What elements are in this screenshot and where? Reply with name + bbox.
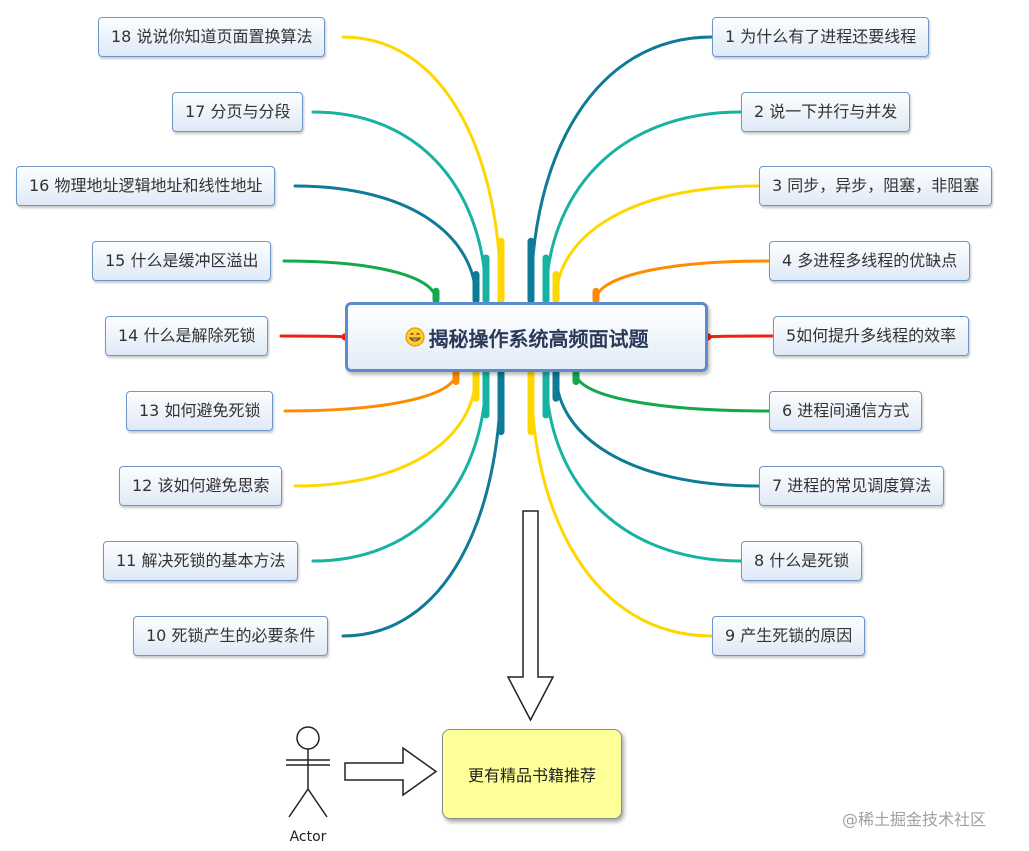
branch-line-1 (529, 35, 714, 302)
watermark: @稀土掘金技术社区 (842, 810, 987, 829)
branch-line-9 (529, 371, 714, 638)
topic-15[interactable]: 15 什么是缓冲区溢出 (92, 241, 272, 281)
branch-line-7 (554, 371, 761, 488)
central-title: 揭秘操作系统高频面试题 (428, 326, 649, 351)
topic-2[interactable]: 2 说一下并行与并发 (741, 92, 911, 132)
topic-4[interactable]: 4 多进程多线程的优缺点 (769, 241, 971, 281)
branch-line-8 (544, 371, 743, 563)
topic-14[interactable]: 14 什么是解除死锁 (105, 316, 269, 356)
branch-line-3 (554, 184, 761, 302)
branch-line-14 (279, 334, 347, 339)
branch-line-12 (293, 371, 478, 488)
actor-label: Actor (289, 829, 327, 845)
topic-18[interactable]: 18 说说你知道页面置换算法 (98, 17, 326, 57)
branch-line-5 (706, 334, 775, 339)
topic-6[interactable]: 6 进程间通信方式 (769, 391, 923, 431)
branch-line-4 (594, 259, 771, 302)
topic-17[interactable]: 17 分页与分段 (172, 92, 304, 132)
central-topic[interactable]: 揭秘操作系统高频面试题 (345, 302, 708, 372)
down-arrow-icon (506, 510, 555, 722)
branch-line-10 (341, 371, 503, 638)
recommend-label: 更有精品书籍推荐 (467, 766, 596, 785)
topic-3[interactable]: 3 同步，异步，阻塞，非阻塞 (759, 166, 993, 206)
topic-1[interactable]: 1 为什么有了进程还要线程 (712, 17, 930, 57)
topic-11[interactable]: 11 解决死锁的基本方法 (103, 541, 299, 581)
right-arrow-icon (344, 746, 438, 797)
topic-13[interactable]: 13 如何避免死锁 (126, 391, 274, 431)
topic-7[interactable]: 7 进程的常见调度算法 (759, 466, 945, 506)
branch-line-16 (293, 184, 478, 302)
smiley-icon (404, 327, 425, 347)
branch-line-18 (341, 35, 503, 302)
branch-line-15 (282, 259, 438, 302)
topic-16[interactable]: 16 物理地址逻辑地址和线性地址 (16, 166, 276, 206)
recommend-box[interactable]: 更有精品书籍推荐 (442, 729, 622, 819)
topic-9[interactable]: 9 产生死锁的原因 (712, 616, 866, 656)
branch-line-2 (544, 110, 743, 302)
branch-line-6 (574, 371, 771, 413)
branch-line-13 (283, 371, 458, 413)
actor-icon (286, 726, 330, 818)
topic-12[interactable]: 12 该如何避免思索 (119, 466, 283, 506)
topic-5[interactable]: 5如何提升多线程的效率 (773, 316, 970, 356)
topic-8[interactable]: 8 什么是死锁 (741, 541, 863, 581)
topic-10[interactable]: 10 死锁产生的必要条件 (133, 616, 329, 656)
